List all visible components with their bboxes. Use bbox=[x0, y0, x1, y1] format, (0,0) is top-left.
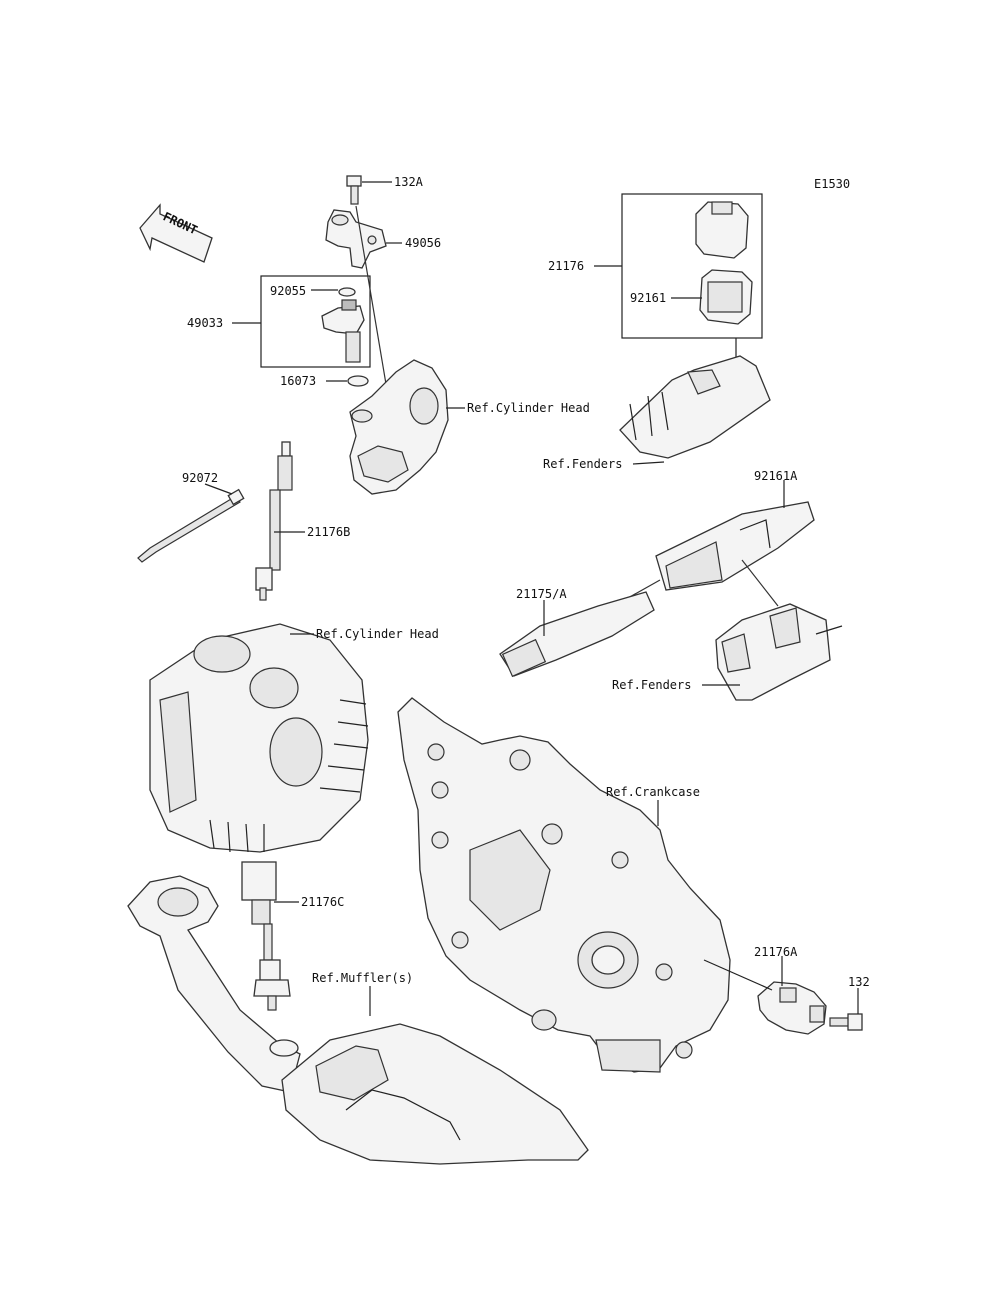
label-21176b: 21176B bbox=[307, 525, 350, 539]
front-arrow-icon: FRONT bbox=[139, 203, 213, 263]
group-box-49033 bbox=[260, 275, 371, 368]
oring-92055 bbox=[338, 287, 356, 297]
label-21176a: 21176A bbox=[754, 945, 798, 959]
cable-tie-92072 bbox=[137, 488, 245, 563]
label-49056: 49056 bbox=[405, 236, 441, 250]
cylinder-head-cover bbox=[349, 359, 449, 495]
fender-bracket-1 bbox=[619, 355, 771, 459]
fender-bracket-2 bbox=[715, 603, 843, 701]
label-21176c: 21176C bbox=[301, 895, 344, 909]
label-21176: 21176 bbox=[548, 259, 584, 273]
sensor-bracket-49056 bbox=[325, 209, 387, 269]
label-49033: 49033 bbox=[187, 316, 223, 330]
ref-cylinder-head-2: Ref.Cylinder Head bbox=[316, 627, 439, 641]
label-92161: 92161 bbox=[630, 291, 666, 305]
diagram-code: E1530 bbox=[814, 177, 850, 191]
label-132a: 132A bbox=[394, 175, 424, 189]
ref-fenders-1: Ref.Fenders bbox=[543, 457, 622, 471]
connector-cover-92161a bbox=[655, 501, 815, 591]
connector-cover-92161 bbox=[699, 269, 753, 325]
washer-16073 bbox=[347, 375, 369, 387]
label-132: 132 bbox=[848, 975, 870, 989]
ref-cylinder-head-1: Ref.Cylinder Head bbox=[467, 401, 590, 415]
bolt-132a bbox=[346, 175, 362, 205]
label-16073: 16073 bbox=[280, 374, 316, 388]
label-92072: 92072 bbox=[182, 471, 218, 485]
cylinder-head bbox=[149, 623, 369, 853]
label-21175a: 21175/A bbox=[516, 587, 567, 601]
connector-21176 bbox=[695, 201, 749, 259]
bolt-132 bbox=[829, 1013, 863, 1031]
sensor-21176b bbox=[255, 441, 293, 601]
muffler bbox=[127, 875, 589, 1165]
label-92055: 92055 bbox=[270, 284, 306, 298]
label-92161a: 92161A bbox=[754, 469, 798, 483]
ref-fenders-2: Ref.Fenders bbox=[612, 678, 691, 692]
connector-21175a bbox=[499, 591, 655, 678]
sensor-49033 bbox=[321, 299, 365, 363]
crankcase bbox=[397, 697, 731, 1073]
sensor-21176a bbox=[757, 981, 827, 1035]
sensor-21176c bbox=[241, 861, 291, 1011]
ref-crankcase: Ref.Crankcase bbox=[606, 785, 700, 799]
ref-mufflers: Ref.Muffler(s) bbox=[312, 971, 413, 985]
